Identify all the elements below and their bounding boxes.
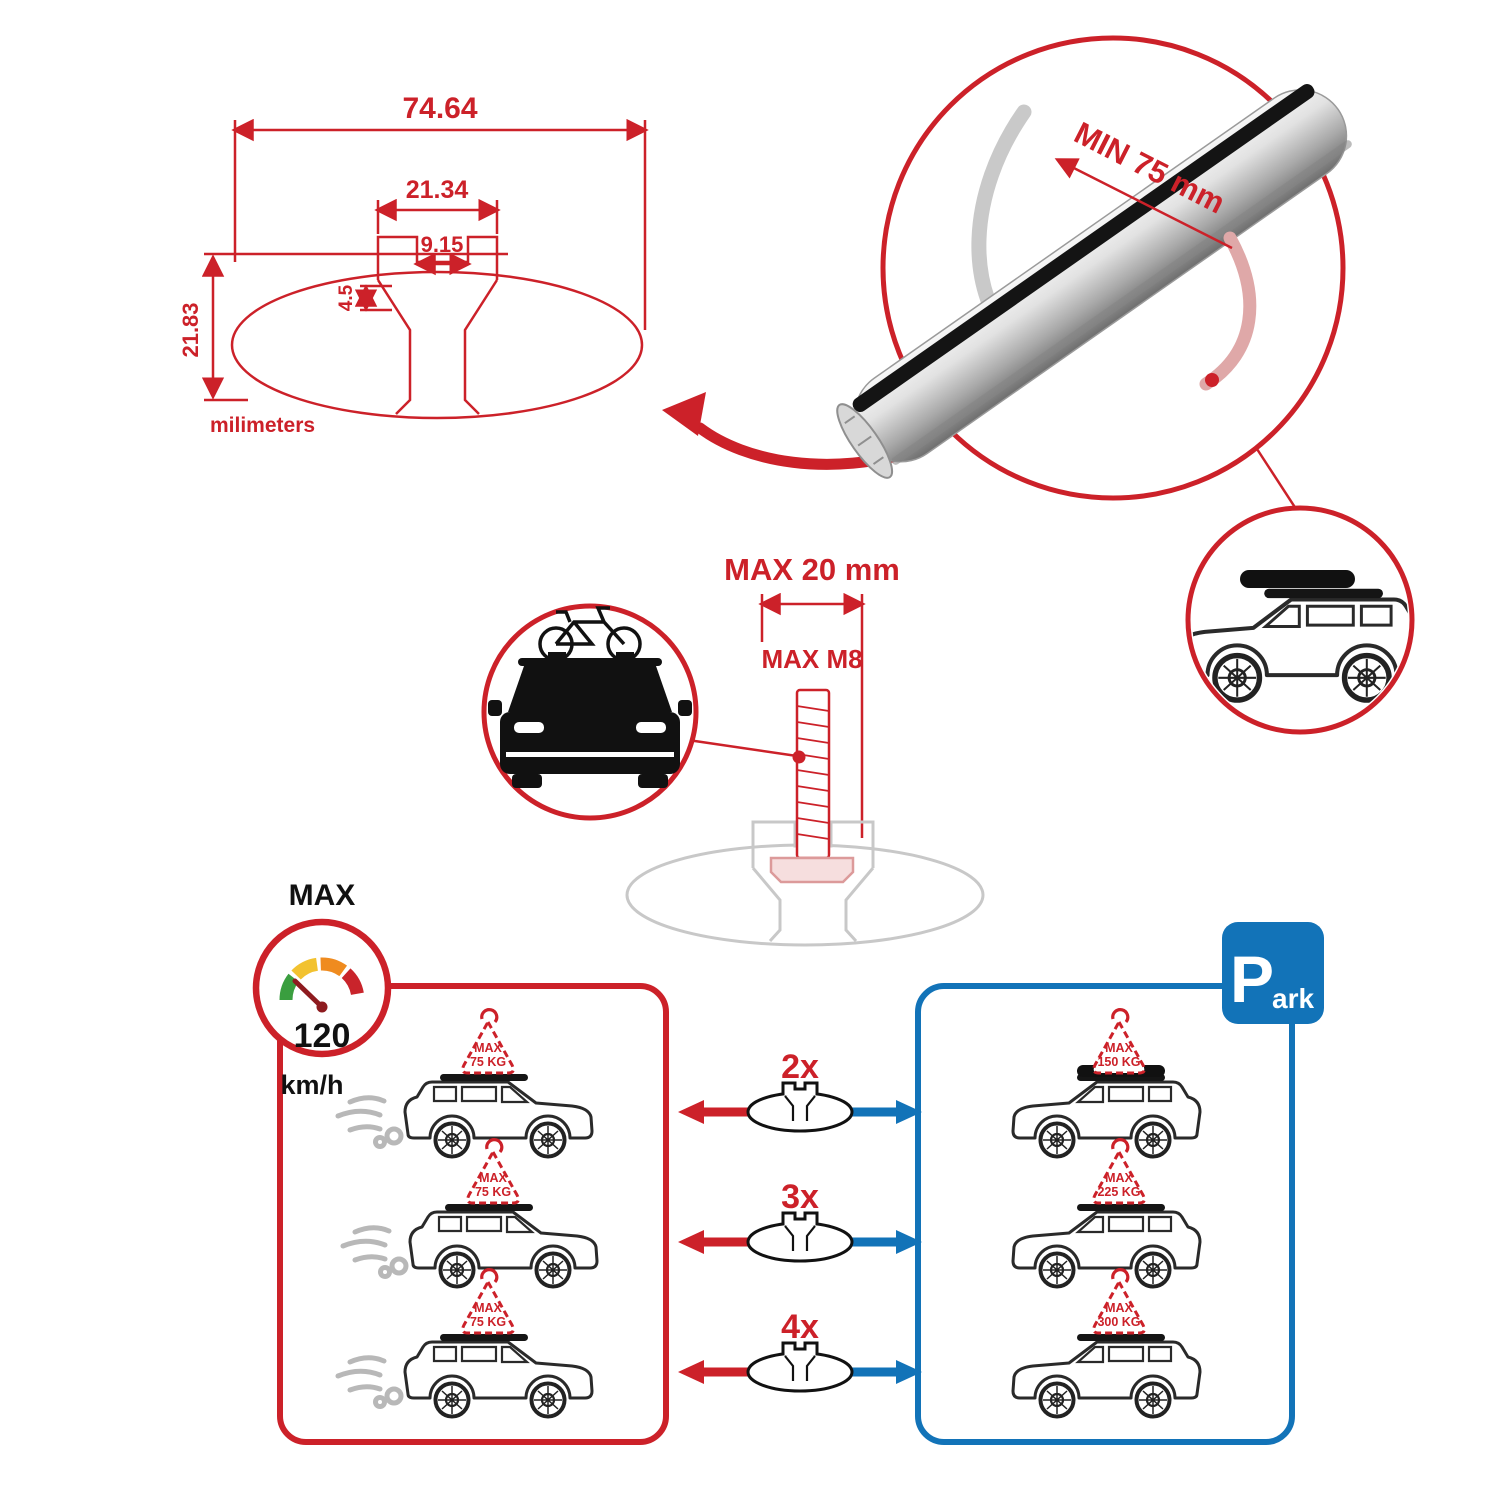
- badge-max: MAX: [474, 1041, 502, 1055]
- rubber-channel-strip: [852, 84, 1315, 413]
- badge-kg: 150 KG: [1097, 1055, 1140, 1069]
- speed-limit-badge: MAX 120 km/h: [252, 879, 392, 1100]
- crossbar-detail-circle: MIN 75 mm: [836, 35, 1352, 501]
- badge-kg: 75 KG: [475, 1185, 511, 1199]
- load-badge-driving-1: MAX 75 KG: [461, 1008, 515, 1075]
- badge-kg: 75 KG: [470, 1055, 506, 1069]
- badge-kg: 75 KG: [470, 1315, 506, 1329]
- crossbar-profile-icon-2: [746, 1211, 854, 1263]
- dim-total-width: 74.64: [402, 92, 477, 125]
- badge-max: MAX: [1105, 1301, 1133, 1315]
- aluminum-crossbar: [836, 84, 1352, 479]
- count-label-3: 4x: [781, 1308, 819, 1346]
- bolt-dimension-group: MAX 20 mm MAX M8: [625, 552, 985, 947]
- badge-max: MAX: [479, 1171, 507, 1185]
- badge-max: MAX: [1105, 1171, 1133, 1185]
- max-thread-label: MAX M8: [761, 644, 862, 674]
- t-bolt: [769, 688, 855, 884]
- crossbar-count-rows: 2x 3x 4x: [678, 1048, 922, 1393]
- crossbar-profile-icon-1: [746, 1081, 854, 1133]
- gauge-arcs: [279, 957, 364, 1001]
- park-sign-ark: ark: [1272, 983, 1314, 1014]
- badge-max: MAX: [1105, 1041, 1133, 1055]
- speed-value: 120: [294, 1017, 351, 1055]
- suv-roofbox-circle: [1185, 505, 1415, 735]
- speed-max-label: MAX: [289, 879, 356, 912]
- gauge-needle: [292, 978, 325, 1010]
- car-front-icon: [488, 652, 692, 788]
- count-label-1: 2x: [781, 1048, 819, 1086]
- dim-slot-outer: 21.34: [406, 176, 469, 204]
- max-width-label: MAX 20 mm: [724, 552, 900, 587]
- badge-kg: 300 KG: [1097, 1315, 1140, 1329]
- roofbox: [1240, 570, 1355, 588]
- load-badge-parked-2: MAX 225 KG: [1092, 1138, 1146, 1205]
- badge-max: MAX: [474, 1301, 502, 1315]
- profile-dimension-drawing: 74.64 21.34 9.15 4.5 21.83 milimeters: [178, 92, 649, 437]
- unit-label: milimeters: [210, 414, 315, 437]
- park-sign: P ark: [1222, 922, 1324, 1024]
- count-label-2: 3x: [781, 1178, 819, 1216]
- load-badge-parked-1: MAX 150 KG: [1092, 1008, 1146, 1075]
- crossbar-profile-icon-3: [746, 1341, 854, 1393]
- park-sign-p: P: [1230, 942, 1274, 1016]
- load-badge-driving-3: MAX 75 KG: [461, 1268, 515, 1335]
- badge-kg: 225 KG: [1097, 1185, 1140, 1199]
- speed-unit: km/h: [280, 1070, 343, 1100]
- dim-height: 21.83: [178, 302, 203, 357]
- leader-line-bolt: [687, 738, 798, 758]
- roof-load-badges: MAX 75 KG MAX 75 KG MAX 75 KG MAX 150 KG…: [461, 1008, 1146, 1335]
- dim-lip-depth: 4.5: [336, 284, 357, 311]
- bolt-marker-dot: [792, 750, 806, 764]
- clamp-strap-lower: [1199, 231, 1257, 391]
- load-badge-driving-2: MAX 75 KG: [466, 1138, 520, 1205]
- min-span-arrow: [1054, 158, 1233, 250]
- car-front-bike-circle: [481, 603, 699, 821]
- t-bolt-head: [769, 856, 855, 884]
- strap-marker-dot: [1205, 373, 1219, 387]
- load-badge-parked-3: MAX 300 KG: [1092, 1268, 1146, 1335]
